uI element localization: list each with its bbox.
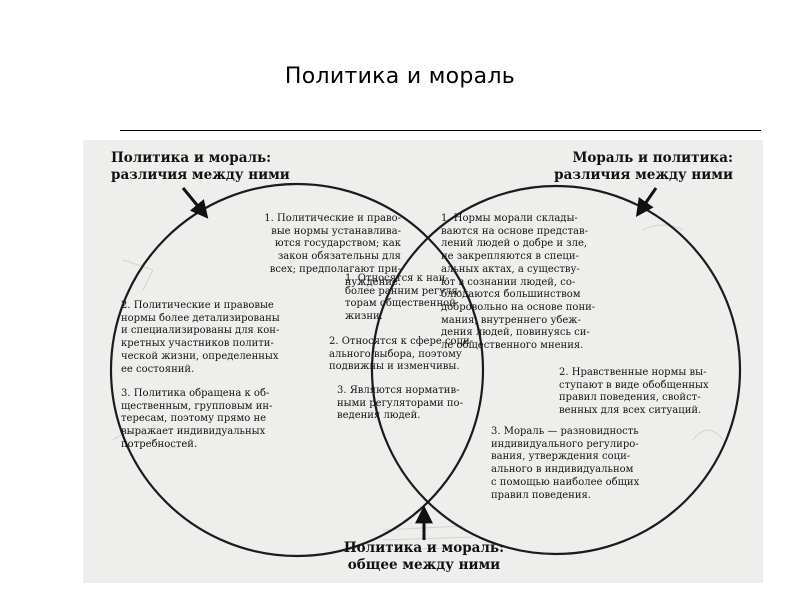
common-item-3: 3. Являются норматив- ными регуляторами … [337,385,501,423]
right-header: Мораль и политика: различия между ними [503,150,733,184]
left-header-arrow [181,187,209,219]
text-line: вания, утверждения соци- [491,451,631,463]
text-line: ального в индивидуальном [491,464,634,476]
text-line: правил поведения, свойст- [559,392,701,404]
text-line: 2. Относятся к сфере соци- [329,336,474,347]
text-line: потребностей. [121,438,198,450]
text-line: 3. Мораль — разновидность [491,426,639,437]
text-line: ются государством; как [274,238,401,250]
venn-diagram-graphics [109,182,742,558]
text-line: жизни. [345,311,383,323]
text-line: выражает индивидуальных [121,426,266,438]
text-line: торам общественной [345,298,456,310]
text-line: 1. Относятся к наи- [345,273,449,284]
text-line: ального выбора, поэтому [329,348,462,360]
morality-circle [370,184,742,556]
text-line: ступают в виде обобщенных [559,379,709,391]
text-line: правил поведения. [491,489,591,501]
politics-circle [109,182,485,558]
left-header: Политика и мораль: различия между ними [111,150,290,184]
text-line: добровольно на основе пони- [441,301,596,313]
text-line: дения людей, повинуясь си- [441,327,590,339]
text-line: тересам, поэтому прямо не [121,413,267,425]
text-line: мания, внутреннего убеж- [441,314,581,326]
text-line: кретных участников полити- [121,338,274,350]
morality-item-1: 1. Нормы морали склады- ваются на основе… [441,213,687,353]
bottom-header-line: общее между ними [347,557,501,573]
right-header-arrow [635,187,658,217]
text-line: нормы более детализированы [121,312,280,324]
text-line: 1. Политические и право- [264,213,401,224]
left-header-line: различия между ними [111,167,290,183]
venn-diagram-image: Политика и мораль: различия между ними М… [83,140,763,583]
text-line: венных для всех ситуаций. [559,405,702,417]
text-line: 2. Нравственные нормы вы- [559,367,707,378]
text-line: всех; предполагают при- [269,263,401,275]
text-line: ческой жизни, определенных [121,350,279,362]
text-line: и специализированы для кон- [121,325,280,337]
text-line: альных актах, а существу- [441,263,580,275]
text-line: с помощью наиболее общих [491,476,640,488]
common-item-2: 2. Относятся к сфере соци- ального выбор… [329,336,505,374]
title-divider [120,130,761,131]
text-line: ведения людей. [337,410,421,422]
text-line: ваются на основе представ- [441,225,589,237]
text-line: щественным, групповым ин- [121,400,273,412]
slide-title: Политика и мораль [284,64,516,89]
text-line: 1. Нормы морали склады- [441,213,578,224]
text-line: ее состояний. [121,363,195,375]
text-line: нуждение. [344,276,401,288]
text-line: более ранним регуля- [345,285,462,297]
right-header-line: различия между ними [554,167,733,183]
text-line: подвижны и изменчивы. [329,361,460,373]
right-header-line: Мораль и политика: [572,150,733,166]
text-line: не закрепляются в специ- [441,251,579,263]
morality-item-3: 3. Мораль — разновидность индивидуальног… [491,426,721,502]
bottom-header: Политика и мораль: общее между ними [309,540,539,574]
text-line: индивидуального регулиро- [491,438,639,450]
text-line: закон обязательны для [277,251,401,263]
text-line: 3. Являются норматив- [337,385,460,396]
text-line: ле общественного мнения. [441,340,584,352]
left-header-line: Политика и мораль: [111,150,272,166]
politics-item-2: 2. Политические и правовые нормы более д… [121,300,331,376]
text-line: 3. Политика обращена к об- [121,388,270,399]
text-line: блюдаются большинством [441,289,581,301]
text-line: лений людей о добре и зле, [441,238,588,250]
morality-item-2: 2. Нравственные нормы вы- ступают в виде… [559,367,735,418]
text-line: вые нормы устанавлива- [271,225,401,237]
text-line: ют в сознании людей, со- [441,276,576,288]
common-item-1: 1. Относятся к наи- более ранним регуля-… [345,273,495,324]
politics-item-3: 3. Политика обращена к об- щественным, г… [121,388,331,452]
text-line: ными регуляторами по- [337,397,463,409]
text-line: 2. Политические и правовые [121,300,274,311]
bottom-header-line: Политика и мораль: [343,540,505,556]
politics-item-1: 1. Политические и право- вые нормы устан… [203,213,401,289]
